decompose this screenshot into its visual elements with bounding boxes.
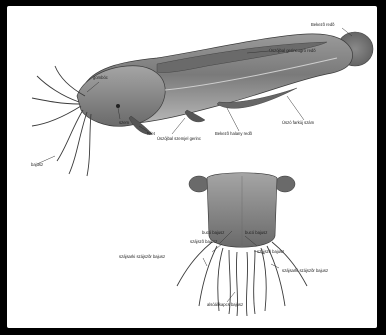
label-fat-fin: Bekezõ redõ (311, 22, 335, 27)
eye-dot (116, 104, 120, 108)
label-eye: szem (119, 120, 130, 125)
label-tail-fin: Úszó farkúj szám (282, 120, 315, 125)
label-mid-barbel-right: szájszõ bajusz (257, 249, 284, 254)
right-pectoral-front (275, 176, 295, 192)
catfish-front-view (177, 173, 307, 316)
label-top-barbel-right: bucó bajusz (245, 230, 267, 235)
label-mouth-barbel: bajusz (31, 162, 43, 167)
diagram-frame: Bekezõ redõ Úszójbal gerincugró redõ Úsz… (7, 6, 377, 328)
label-ventral-fin: Bekezõ halany redõ (215, 131, 253, 136)
side-barbels (32, 66, 91, 176)
label-pectoral: fület (147, 131, 156, 136)
label-pelvic-fin: Úszójbal szemjel gerinc (157, 136, 201, 141)
left-pectoral-front (189, 176, 209, 192)
label-bottom-barbel: alsóállkapcs bajusz (207, 302, 243, 307)
label-top-barbel-left: bucó bajusz (202, 230, 224, 235)
label-head-point: gombóc (93, 75, 108, 80)
label-mid-barbel-left: szájszõ bajusz (190, 239, 217, 244)
label-low-barbel-left: szájsarki szájszõr bajusz (119, 254, 165, 259)
label-low-barbel-right: szájsarki szájszõr bajusz (282, 268, 328, 273)
label-dorsal-fin: Úszójbal gerincugró redõ (269, 48, 316, 53)
catfish-side-view (32, 32, 373, 176)
catfish-diagram: Bekezõ redõ Úszójbal gerincugró redõ Úsz… (7, 6, 377, 328)
